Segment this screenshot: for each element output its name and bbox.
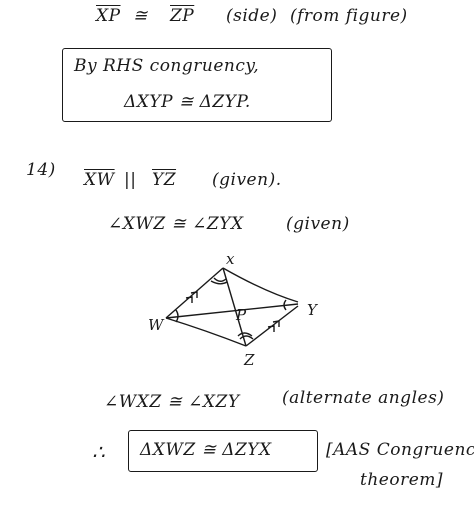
side-xy bbox=[222, 267, 299, 303]
given-1-seg-yz: YZ bbox=[152, 170, 177, 190]
conclusion-reason-line-2: theorem] bbox=[360, 470, 444, 490]
label-y: Y bbox=[307, 301, 318, 319]
rhs-conclusion-box bbox=[62, 48, 332, 122]
parallel-symbol: || bbox=[124, 170, 137, 190]
label-z: Z bbox=[244, 351, 255, 369]
label-w: W bbox=[148, 316, 164, 334]
congruent-symbol: ≅ bbox=[133, 6, 148, 26]
segment-zp: ZP bbox=[170, 6, 195, 26]
side-zw bbox=[165, 317, 247, 347]
given-1-reason: (given). bbox=[212, 170, 282, 190]
segment-xp: XP bbox=[96, 6, 121, 26]
reason-side: (side) bbox=[226, 6, 278, 26]
step-statement: ∠WXZ ≅ ∠XZY bbox=[104, 392, 240, 412]
diagonal-wy bbox=[165, 303, 299, 319]
therefore-symbol: ∴ bbox=[92, 440, 106, 464]
rhs-line-1: By RHS congruency, bbox=[74, 56, 260, 76]
given-1-seg-xw: XW bbox=[84, 170, 115, 190]
step-reason: (alternate angles) bbox=[282, 388, 445, 408]
given-2-statement: ∠XWZ ≅ ∠ZYX bbox=[108, 214, 244, 234]
conclusion-box bbox=[128, 430, 318, 472]
question-number: 14) bbox=[26, 160, 56, 180]
label-p: P bbox=[236, 306, 247, 324]
reason-from-figure: (from figure) bbox=[290, 6, 408, 26]
rhs-line-2: ΔXYP ≅ ΔZYP. bbox=[124, 92, 251, 112]
conclusion-statement: ΔXWZ ≅ ΔZYX bbox=[140, 440, 272, 460]
label-x: x bbox=[226, 250, 235, 268]
conclusion-reason-line-1: [AAS Congruency bbox=[326, 440, 474, 460]
given-2-reason: (given) bbox=[286, 214, 350, 234]
